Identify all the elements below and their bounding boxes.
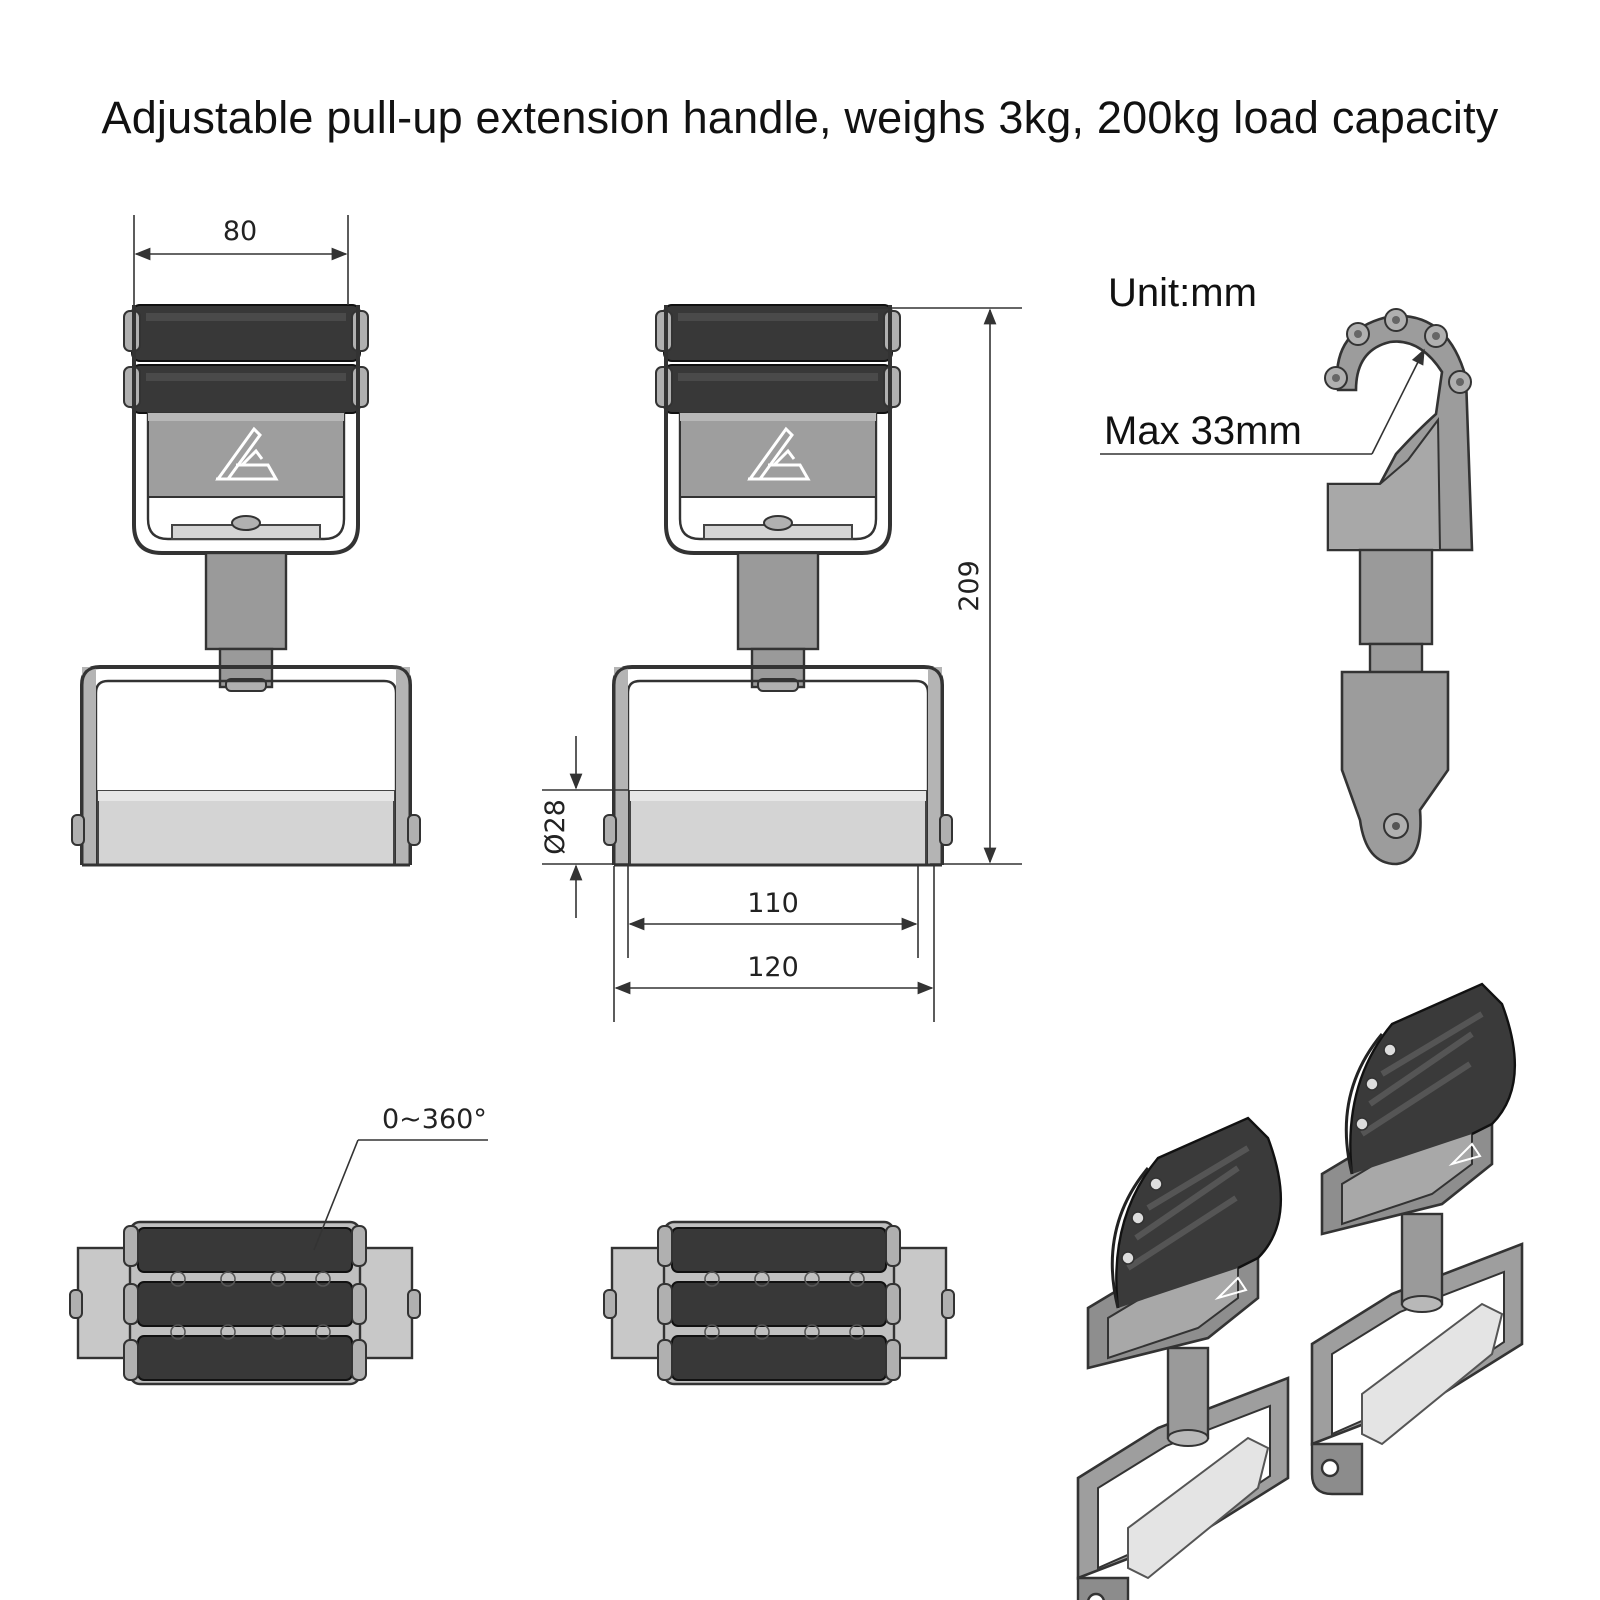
dim-outer-width: 120 xyxy=(747,952,799,983)
rotation-label: 0~360° xyxy=(382,1104,487,1135)
side-view xyxy=(1324,308,1474,866)
top-view-right xyxy=(602,1220,956,1386)
front-view-left xyxy=(70,303,422,867)
dim-diameter: Ø28 xyxy=(540,799,571,855)
unit-label: Unit:mm xyxy=(1108,271,1257,315)
max-opening-label: Max 33mm xyxy=(1104,409,1302,453)
top-view-left xyxy=(68,1220,422,1386)
bolt-icon xyxy=(1324,308,1472,394)
isometric-view-back xyxy=(1312,984,1522,1494)
page-title: Adjustable pull-up extension handle, wei… xyxy=(101,92,1499,143)
isometric-view-front xyxy=(1078,1118,1288,1600)
front-view-right xyxy=(602,303,954,867)
dim-height: 209 xyxy=(954,560,985,612)
dim-inner-width: 110 xyxy=(747,888,799,919)
dim-width-top: 80 xyxy=(223,216,257,247)
